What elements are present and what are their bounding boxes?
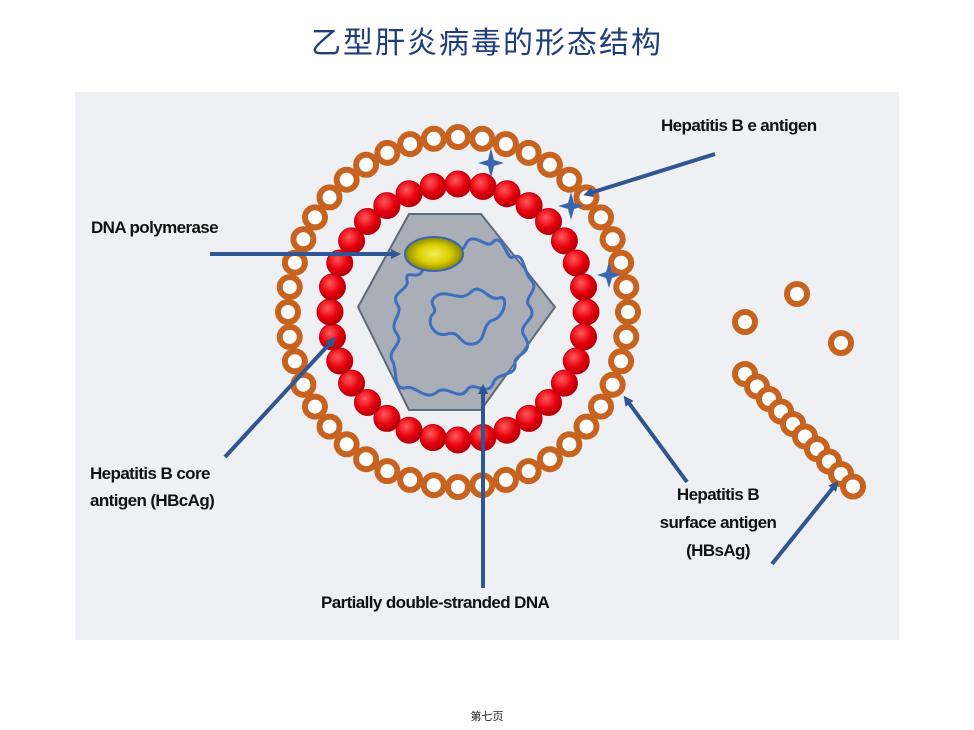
label-core-antigen-2: antigen (HBcAg) (90, 491, 214, 510)
surface-antigen-particle (588, 393, 615, 420)
label-surface-antigen-3: (HBsAg) (686, 541, 750, 560)
surface-antigen-particle (316, 413, 343, 440)
surface-antigen-particle (445, 474, 471, 500)
core-antigen-particle (353, 207, 381, 235)
surface-antigen-particle (492, 131, 519, 158)
surface-antigen-particle (276, 323, 303, 350)
surface-antigen-particle (515, 458, 542, 485)
core-antigen-particle (550, 227, 578, 255)
e-antigen-star-icon (558, 192, 584, 220)
surface-antigen-particle (420, 472, 447, 499)
surface-antigen-particle (469, 125, 496, 152)
core-antigen-particle (395, 180, 423, 208)
surface-antigen-particle (732, 309, 758, 335)
core-antigen-particle (338, 369, 366, 397)
dna-polymerase-blob (404, 236, 464, 272)
surface-antigen-particle (515, 139, 542, 166)
surface-antigen-particle (353, 151, 380, 178)
core-antigen-particle (515, 404, 543, 432)
label-arrows (210, 152, 839, 588)
core-antigen-particle (326, 249, 354, 277)
surface-antigen-particle (290, 226, 317, 253)
dna-strand (389, 237, 536, 397)
surface-antigen-particle (397, 466, 424, 493)
surface-antigen-particle (353, 446, 380, 473)
surface-antigen-particle (397, 131, 424, 158)
surface-antigen-particle (333, 431, 360, 458)
e-antigen-star-icon (597, 262, 621, 288)
surface-antigen-particle (420, 125, 447, 152)
label-surface-antigen-2: surface antigen (660, 513, 777, 532)
core-antigen-particle (493, 416, 521, 444)
diagram-panel: Hepatitis B e antigen DNA polymerase Hep… (75, 92, 899, 640)
surface-antigen-particle (301, 393, 328, 420)
arrow-core-antigen (223, 337, 336, 459)
surface-antigen-particle (492, 466, 519, 493)
surface-antigen-particle (573, 413, 600, 440)
core-antigen-particle (572, 298, 600, 326)
core-antigen-ring (316, 170, 600, 454)
label-core-antigen-1: Hepatitis B core (90, 464, 210, 483)
label-surface-antigen-1: Hepatitis B (677, 485, 760, 504)
arrow-e-antigen (583, 152, 716, 197)
surface-antigen-particle (333, 166, 360, 193)
core-antigen-particle (469, 172, 497, 200)
surface-antigen-particle (608, 249, 635, 276)
surface-antigen-particle (281, 348, 308, 375)
core-antigen-particle (550, 369, 578, 397)
surface-antigen-particle (276, 274, 303, 301)
core-antigen-particle (373, 192, 401, 220)
surface-antigen-particle (615, 299, 641, 325)
core-antigen-particle (419, 424, 447, 452)
hbv-diagram: Hepatitis B e antigen DNA polymerase Hep… (90, 116, 866, 612)
core-antigen-particle (395, 416, 423, 444)
surface-antigen-particle (599, 371, 626, 398)
surface-antigen-particle (828, 330, 854, 356)
core-antigen-particle (419, 172, 447, 200)
surface-antigen-particle (840, 473, 866, 500)
core-antigen-particle (444, 170, 472, 198)
core-antigen-particle (535, 207, 563, 235)
surface-antigen-particle (588, 204, 615, 231)
surface-antigen-particle (613, 274, 640, 301)
core-antigen-particle (535, 389, 563, 417)
label-dna-polymerase: DNA polymerase (91, 218, 218, 237)
core-antigen-particle (353, 389, 381, 417)
core-antigen-particle (326, 347, 354, 375)
surface-antigen-particle (316, 184, 343, 211)
surface-antigen-particle (613, 323, 640, 350)
core-antigen-particle (562, 249, 590, 277)
surface-antigen-particle (608, 348, 635, 375)
core-antigen-particle (570, 323, 598, 351)
surface-antigen-particle (374, 458, 401, 485)
core-antigen-particle (515, 192, 543, 220)
arrow-surface-free (770, 480, 839, 566)
surface-antigen-particle (556, 431, 583, 458)
free-surface-particles (732, 281, 866, 500)
surface-antigen-particle (301, 204, 328, 231)
surface-antigen-particle (599, 226, 626, 253)
surface-antigen-particle (784, 281, 810, 307)
core-antigen-particle (444, 426, 472, 454)
e-antigen-stars (478, 148, 621, 288)
page-title: 乙型肝炎病毒的形态结构 (311, 26, 663, 61)
core-antigen-particle (562, 347, 590, 375)
page-footer: 第七页 (470, 710, 504, 723)
core-antigen-particle (570, 273, 598, 301)
surface-antigen-particle (536, 151, 563, 178)
label-e-antigen: Hepatitis B e antigen (661, 116, 817, 135)
core-antigen-particle (373, 404, 401, 432)
label-dna: Partially double-stranded DNA (321, 593, 550, 612)
surface-antigen-particle (275, 299, 301, 325)
surface-antigen-particle (374, 139, 401, 166)
core-antigen-particle (318, 273, 346, 301)
core-antigen-particle (316, 298, 344, 326)
arrow-surface-antigen (623, 395, 689, 484)
core-antigen-particle (318, 323, 346, 351)
surface-antigen-particle (536, 446, 563, 473)
e-antigen-star-icon (478, 148, 504, 178)
surface-antigen-particle (556, 166, 583, 193)
surface-antigen-particle (445, 124, 471, 150)
core-antigen-particle (493, 180, 521, 208)
